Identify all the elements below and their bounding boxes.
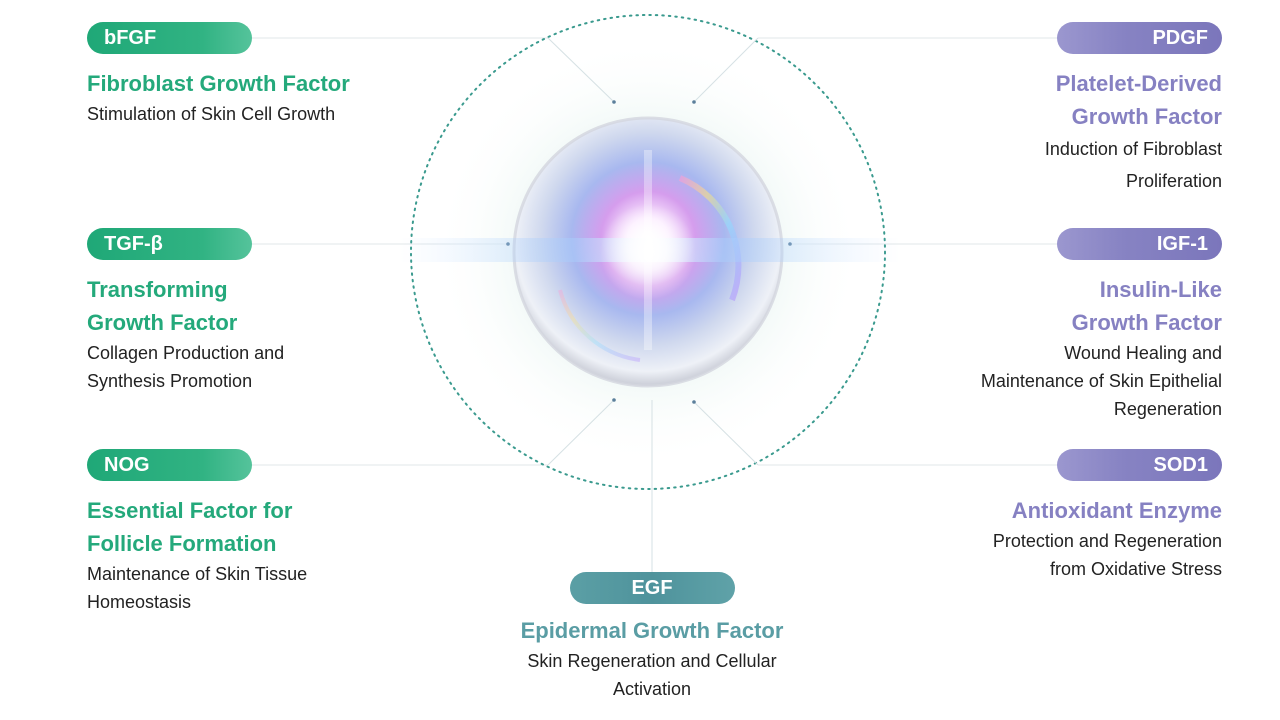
- badge-tgfb: TGF-β: [87, 228, 252, 260]
- factor-nog: NOG Essential Factor for Follicle Format…: [87, 449, 307, 616]
- badge-igf1: IGF-1: [1057, 228, 1222, 260]
- badge-nog: NOG: [87, 449, 252, 481]
- badge-sod1: SOD1: [1057, 449, 1222, 481]
- badge-bfgf: bFGF: [87, 22, 252, 54]
- factor-name-bfgf: Fibroblast Growth Factor: [87, 71, 350, 96]
- factor-name-tgfb: Transforming Growth Factor: [87, 277, 238, 335]
- badge-pdgf: PDGF: [1057, 22, 1222, 54]
- factor-pdgf: PDGF Platelet-Derived Growth Factor Indu…: [802, 22, 1222, 197]
- factor-egf: EGF Epidermal Growth Factor Skin Regener…: [472, 572, 832, 703]
- factor-desc-pdgf: Induction of Fibroblast Proliferation: [1044, 139, 1222, 191]
- factor-name-pdgf: Platelet-Derived Growth Factor: [1055, 71, 1222, 129]
- badge-egf: EGF: [569, 572, 735, 604]
- factor-bfgf: bFGF Fibroblast Growth Factor Stimulatio…: [87, 22, 350, 128]
- factor-name-nog: Essential Factor for Follicle Formation: [87, 498, 293, 556]
- factor-desc-igf1: Wound Healing and Maintenance of Skin Ep…: [980, 343, 1222, 419]
- factor-sod1: SOD1 Antioxidant Enzyme Protection and R…: [802, 449, 1222, 583]
- spoke-sod1: [693, 401, 759, 466]
- central-sphere: [400, 116, 900, 388]
- spoke-lines: [547, 37, 759, 572]
- factor-desc-sod1: Protection and Regeneration from Oxidati…: [992, 531, 1222, 579]
- factor-desc-tgfb: Collagen Production and Synthesis Promot…: [87, 343, 285, 391]
- factor-name-igf1: Insulin-Like Growth Factor: [1071, 277, 1222, 335]
- factor-desc-bfgf: Stimulation of Skin Cell Growth: [87, 104, 336, 124]
- rainbow-arc: [678, 175, 742, 302]
- factor-name-sod1: Antioxidant Enzyme: [1011, 498, 1222, 523]
- spoke-bfgf: [547, 37, 615, 103]
- factor-tgfb: TGF-β Transforming Growth Factor Collage…: [87, 228, 284, 395]
- spoke-pdgf: [693, 37, 759, 103]
- factor-desc-egf: Skin Regeneration and Cellular Activatio…: [527, 651, 777, 699]
- factor-desc-nog: Maintenance of Skin Tissue Homeostasis: [87, 564, 308, 612]
- rainbow-arc-lower: [558, 289, 641, 362]
- factor-name-egf: Epidermal Growth Factor: [520, 618, 784, 643]
- spoke-nog: [547, 399, 615, 466]
- lens-flare: [600, 204, 696, 300]
- factor-igf1: IGF-1 Insulin-Like Growth Factor Wound H…: [802, 228, 1222, 423]
